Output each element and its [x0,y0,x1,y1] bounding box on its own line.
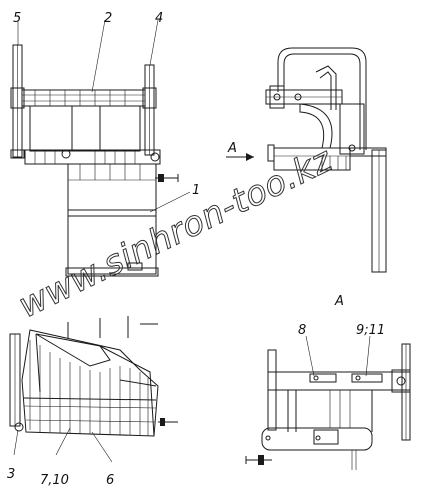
callout-4: 4 [155,11,163,26]
handle-loop [277,47,367,150]
iso-cage [21,329,159,437]
bracket-9-11 [351,373,383,383]
view-a [245,335,411,470]
bin-body [67,163,157,275]
view-a-title: A [334,294,344,309]
callout-9-11: 9;11 [356,323,385,338]
view-a-base-plate [261,427,373,451]
bracket-8 [309,373,337,383]
callout-5: 5 [13,11,21,26]
callout-3: 3 [7,467,15,482]
callout-8: 8 [298,323,306,338]
isometric-view [9,316,178,463]
callout-6: 6 [106,473,114,488]
top-frame [21,89,146,107]
callout-1: 1 [192,183,200,198]
side-view [226,47,387,273]
arrow-label-a: A [227,141,237,156]
view-a-crossbar [267,371,411,391]
watermark-text: www.sinhron-too.kz [12,139,339,326]
callout-7-10: 7,10 [40,473,69,488]
front-view [10,19,191,277]
callout-2: 2 [104,11,112,26]
